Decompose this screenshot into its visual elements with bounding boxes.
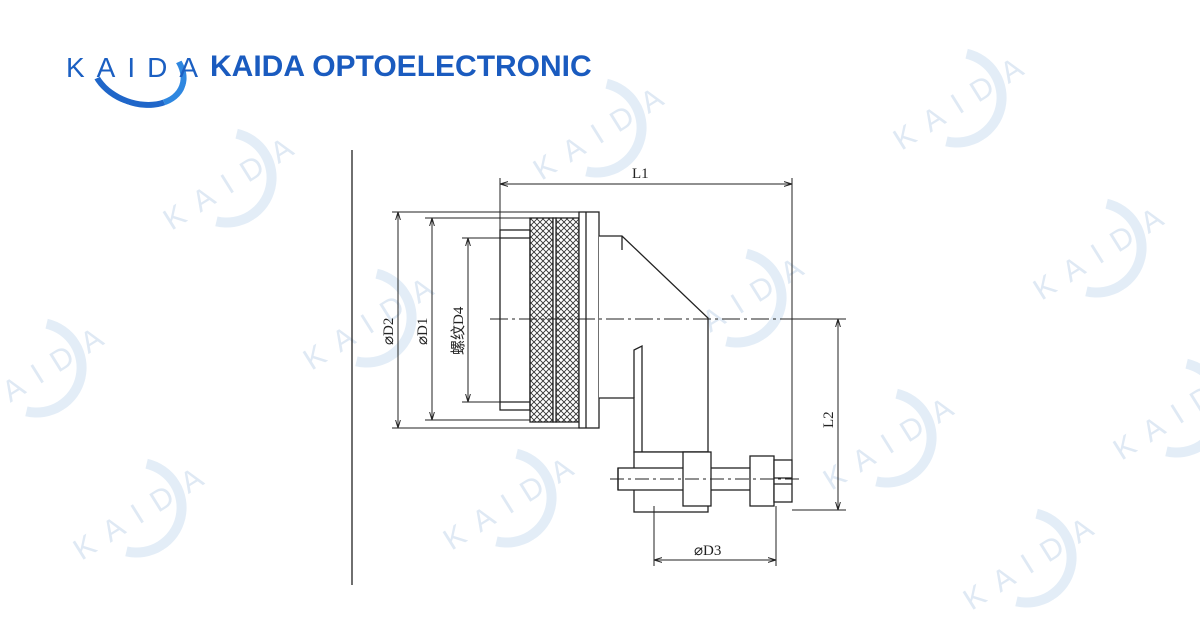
company-name: KAIDA OPTOELECTRONIC (210, 50, 592, 83)
label-d2: ⌀D2 (381, 318, 397, 345)
body-ring (499, 229, 531, 411)
knurled-nut-right (555, 217, 580, 423)
flange (578, 211, 600, 429)
elbow-body (599, 235, 709, 453)
label-l1: L1 (632, 166, 649, 182)
knurled-nut-left (529, 217, 554, 423)
label-d1: ⌀D1 (415, 318, 431, 345)
kaida-logo: KAIDA (66, 19, 211, 121)
brand-header: KAIDA KAIDA OPTOELECTRONIC (66, 19, 606, 121)
label-d3: ⌀D3 (694, 543, 721, 559)
logo-text: KAIDA (66, 52, 211, 83)
label-d4: 螺纹D4 (450, 306, 467, 355)
connector-drawing: L1 ⌀D2 ⌀D1 螺纹D4 L2 ⌀D3 (351, 150, 846, 585)
screw-head (773, 459, 793, 503)
clamp-nut-right (749, 455, 775, 507)
label-l2: L2 (821, 411, 837, 428)
